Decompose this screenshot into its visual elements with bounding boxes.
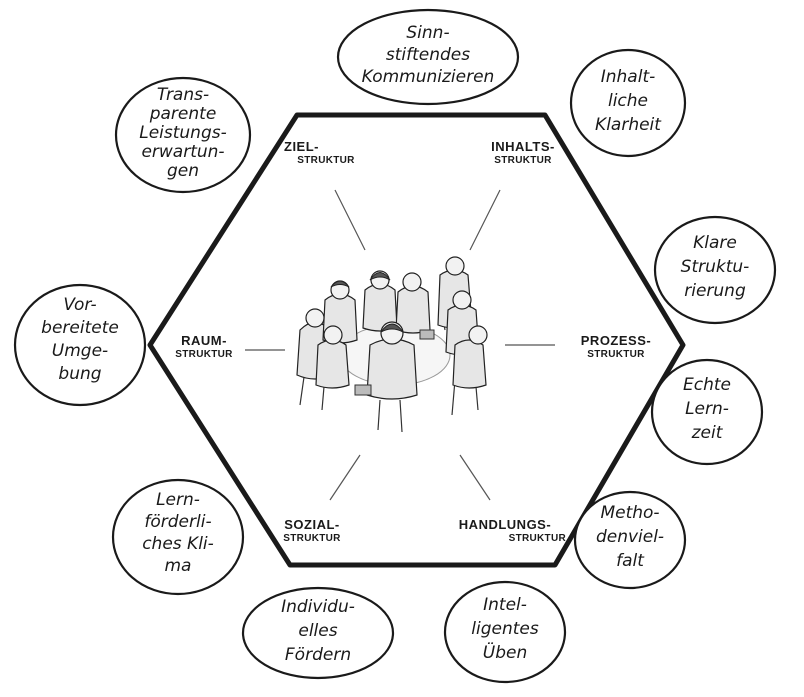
label-sub: STRUKTUR xyxy=(175,349,233,361)
svg-text:parente: parente xyxy=(149,104,217,124)
bubble-intelligent: Intel- ligentes Üben xyxy=(443,580,567,684)
svg-text:Lern-: Lern- xyxy=(156,490,200,510)
svg-text:elles: elles xyxy=(298,621,337,641)
label-sozial-struktur: SOZIAL- STRUKTUR xyxy=(262,517,362,546)
svg-text:Individu-: Individu- xyxy=(281,597,355,617)
bubble-sinnstiftend: Sinn- stiftendes Kommunizieren xyxy=(336,8,520,106)
svg-text:Fördern: Fördern xyxy=(285,645,351,665)
svg-text:Echte: Echte xyxy=(683,375,731,395)
svg-text:Kommunizieren: Kommunizieren xyxy=(362,67,495,87)
label-handlungs-struktur: HANDLUNGS- STRUKTUR xyxy=(440,517,570,546)
label-main: RAUM- xyxy=(181,333,227,348)
label-prozess-struktur: PROZESS- STRUKTUR xyxy=(560,333,672,362)
svg-text:ches Kli-: ches Kli- xyxy=(142,534,214,554)
label-sub: STRUKTUR xyxy=(283,533,341,545)
bubble-individuell: Individu- elles Fördern xyxy=(241,586,395,680)
hexagon-frame xyxy=(147,112,686,568)
svg-text:Umge-: Umge- xyxy=(52,341,108,361)
bubble-klare: Klare Struktu- rierung xyxy=(653,215,777,325)
svg-text:stiftendes: stiftendes xyxy=(386,45,470,65)
label-raum-struktur: RAUM- STRUKTUR xyxy=(158,333,250,362)
svg-text:rierung: rierung xyxy=(684,281,746,301)
spoke-ziel xyxy=(334,189,366,251)
bubble-vorbereitet: Vor- bereitete Umge- bung xyxy=(13,283,147,407)
svg-text:Klare: Klare xyxy=(693,233,737,253)
spoke-inhalts xyxy=(469,189,501,251)
spoke-sozial xyxy=(329,454,361,501)
svg-text:Inhalt-: Inhalt- xyxy=(601,67,656,87)
label-sub: STRUKTUR xyxy=(508,533,566,545)
label-main: ZIEL- xyxy=(284,139,319,154)
label-sub: STRUKTUR xyxy=(494,155,552,167)
svg-text:ma: ma xyxy=(165,556,192,576)
svg-text:Struktu-: Struktu- xyxy=(681,257,750,277)
label-sub: STRUKTUR xyxy=(297,155,355,167)
svg-text:Üben: Üben xyxy=(483,641,527,663)
svg-text:Trans-: Trans- xyxy=(157,85,209,105)
svg-text:bung: bung xyxy=(58,364,101,384)
svg-text:Lern-: Lern- xyxy=(685,399,729,419)
bubble-transparent: Trans- parente Leistungs- erwartun- gen xyxy=(114,76,252,194)
bubble-methoden: Metho- denviel- falt xyxy=(573,490,687,590)
svg-text:Metho-: Metho- xyxy=(600,503,659,523)
svg-text:zeit: zeit xyxy=(691,423,724,443)
svg-text:falt: falt xyxy=(616,551,645,571)
svg-text:bereitete: bereitete xyxy=(41,318,119,338)
spoke-handlungs xyxy=(459,454,491,501)
bubble-lernfoerderlich: Lern- förderli- ches Kli- ma xyxy=(111,478,245,596)
svg-text:gen: gen xyxy=(167,161,199,181)
svg-text:Sinn-: Sinn- xyxy=(406,23,449,43)
label-main: PROZESS- xyxy=(580,333,652,348)
label-main: INHALTS- xyxy=(491,139,555,154)
label-inhalts-struktur: INHALTS- STRUKTUR xyxy=(468,139,578,168)
svg-text:Intel-: Intel- xyxy=(483,595,527,615)
svg-text:erwartun-: erwartun- xyxy=(141,142,224,162)
svg-text:ligentes: ligentes xyxy=(471,619,539,639)
svg-text:denviel-: denviel- xyxy=(596,527,664,547)
svg-text:Vor-: Vor- xyxy=(63,295,96,315)
svg-text:förderli-: förderli- xyxy=(144,512,211,532)
label-sub: STRUKTUR xyxy=(587,349,645,361)
svg-text:Klarheit: Klarheit xyxy=(595,115,662,135)
bubble-inhaltlich: Inhalt- liche Klarheit xyxy=(569,48,687,158)
label-main: HANDLUNGS- xyxy=(458,517,552,532)
label-main: SOZIAL- xyxy=(284,517,340,532)
svg-text:Leistungs-: Leistungs- xyxy=(139,123,227,143)
group-illustration xyxy=(296,256,488,433)
svg-text:liche: liche xyxy=(608,91,648,111)
bubble-echte: Echte Lern- zeit xyxy=(650,358,764,466)
label-ziel-struktur: ZIEL- STRUKTUR xyxy=(276,139,376,168)
